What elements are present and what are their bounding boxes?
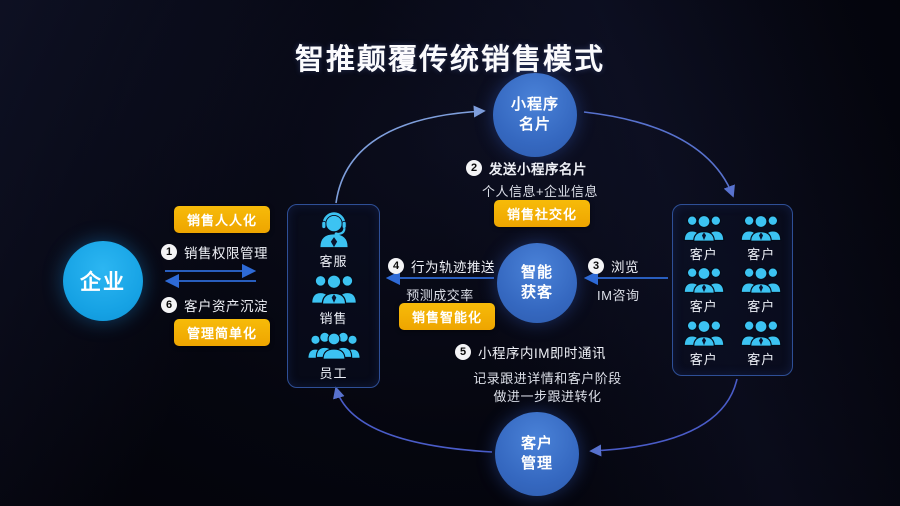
smart-acquisition-line2: 获客 <box>520 284 553 301</box>
step-2: 2 发送小程序名片 <box>466 158 587 178</box>
step-2-text: 发送小程序名片 <box>489 162 587 177</box>
customer-label: 客户 <box>689 299 718 315</box>
team-box: 客服 销售 员工 <box>287 204 380 388</box>
tag-simple-management: 管理简单化 <box>174 319 271 346</box>
team-unit-staff: 员工 <box>305 328 363 382</box>
customer-label: 客户 <box>747 246 776 262</box>
customer-group: 客户 <box>739 212 783 263</box>
tag-social-selling: 销售社交化 <box>494 200 591 227</box>
enterprise-label: 企业 <box>80 271 126 294</box>
step-4-badge: 4 <box>388 258 404 274</box>
customer-label: 客户 <box>689 352 718 368</box>
customer-label: 客户 <box>747 352 776 368</box>
smart-acquisition-line1: 智能 <box>520 263 553 281</box>
customer-label: 客户 <box>747 299 776 315</box>
mini-program-card-node: 小程序 名片 <box>493 73 577 157</box>
people-group-icon <box>739 264 783 294</box>
customer-management-node: 客户 管理 <box>495 412 579 496</box>
enterprise-node: 企业 <box>63 241 143 321</box>
step-5-text: 小程序内IM即时通讯 <box>478 346 606 361</box>
step-3-badge: 3 <box>588 258 604 274</box>
smart-acquisition-node: 智能 获客 <box>497 243 577 323</box>
headset-agent-icon <box>312 210 356 248</box>
customer-group: 客户 <box>682 212 726 263</box>
people-group-icon <box>309 271 359 305</box>
step-1-badge: 1 <box>161 244 177 260</box>
customer-group: 客户 <box>739 317 783 368</box>
step-4: 4 行为轨迹推送 <box>388 256 495 276</box>
step-5-badge: 5 <box>455 344 471 360</box>
step-5-line3: 做进一步跟进转化 <box>493 389 602 404</box>
step-3-text: 浏览 <box>611 260 639 275</box>
people-group-icon <box>682 317 726 347</box>
tag-smart-selling: 销售智能化 <box>399 303 496 330</box>
customer-management-line2: 管理 <box>520 455 553 472</box>
customer-group: 客户 <box>682 264 726 315</box>
people-group-icon <box>682 212 726 242</box>
people-group-icon <box>739 317 783 347</box>
tag-sales-for-everyone: 销售人人化 <box>174 206 271 233</box>
step-6-text: 客户资产沉淀 <box>184 299 268 314</box>
step-5-line2: 记录跟进详情和客户阶段 <box>473 371 622 386</box>
step-2-badge: 2 <box>466 160 482 176</box>
step-1: 1 销售权限管理 <box>161 242 268 262</box>
step-2-subtitle: 个人信息+企业信息 <box>481 184 599 199</box>
step-6-badge: 6 <box>161 297 177 313</box>
step-3: 3 浏览 <box>588 256 639 276</box>
team-label-sales: 销售 <box>319 311 348 326</box>
customer-grid: 客户 客户 客户 客户 客户 客户 <box>673 205 792 375</box>
customer-box: 客户 客户 客户 客户 客户 客户 <box>672 204 793 376</box>
team-unit-sales: 销售 <box>309 271 359 327</box>
customer-group: 客户 <box>682 317 726 368</box>
team-label-staff: 员工 <box>319 366 348 381</box>
people-group-icon <box>682 264 726 294</box>
page-title: 智推颠覆传统销售模式 <box>294 44 605 76</box>
mini-program-card-line1: 小程序 <box>510 95 559 113</box>
step-1-text: 销售权限管理 <box>184 246 268 261</box>
customer-group: 客户 <box>739 264 783 315</box>
team-unit-service: 客服 <box>312 210 356 270</box>
step-4-subtitle: 预测成交率 <box>406 288 474 303</box>
step-3-subtitle: IM咨询 <box>597 288 640 303</box>
mini-program-card-line2: 名片 <box>518 116 551 133</box>
customer-label: 客户 <box>689 246 718 262</box>
step-4-text: 行为轨迹推送 <box>411 260 495 275</box>
step-5: 5 小程序内IM即时通讯 <box>455 342 606 362</box>
customer-management-line1: 客户 <box>520 434 553 452</box>
people-group-icon <box>739 212 783 242</box>
team-label-service: 客服 <box>319 254 348 269</box>
crowd-icon <box>305 328 363 360</box>
step-6: 6 客户资产沉淀 <box>161 295 268 315</box>
